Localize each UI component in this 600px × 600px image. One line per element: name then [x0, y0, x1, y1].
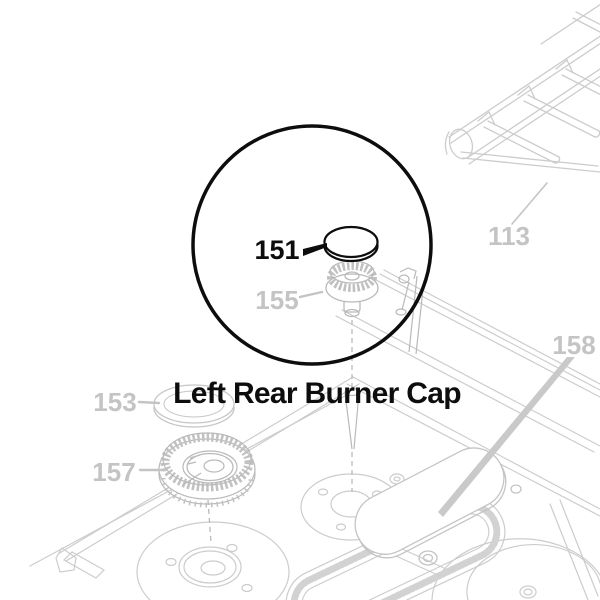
part-label-153[interactable]: 153: [93, 387, 136, 417]
part-label-155[interactable]: 155: [255, 285, 298, 315]
part-label-151[interactable]: 151: [254, 235, 299, 265]
assembly-axis-lines: [207, 320, 360, 544]
leader-line-113: [511, 182, 548, 225]
leader-lines-muted: [137, 182, 548, 472]
leader-line-155: [298, 290, 324, 299]
burner-grate-drawing: [444, 3, 600, 173]
cooktop-drawing: [29, 269, 600, 600]
leader-line-151: [303, 243, 327, 256]
burner-cap-151-drawing: [323, 225, 379, 263]
part-label-158[interactable]: 158: [552, 330, 595, 360]
part-label-113[interactable]: 113: [488, 221, 530, 251]
burner-cap-153-drawing: [153, 384, 235, 428]
leader-line-153: [137, 400, 161, 405]
part-title: Left Rear Burner Cap: [173, 377, 461, 410]
burner-head-155-drawing: [325, 260, 379, 318]
magnifier-circle: [191, 124, 433, 366]
burner-head-157-drawing: [158, 432, 256, 508]
part-label-157[interactable]: 157: [92, 457, 135, 487]
leader-line-158: [438, 357, 575, 517]
oval-burner-cap-drawing: [354, 447, 522, 559]
